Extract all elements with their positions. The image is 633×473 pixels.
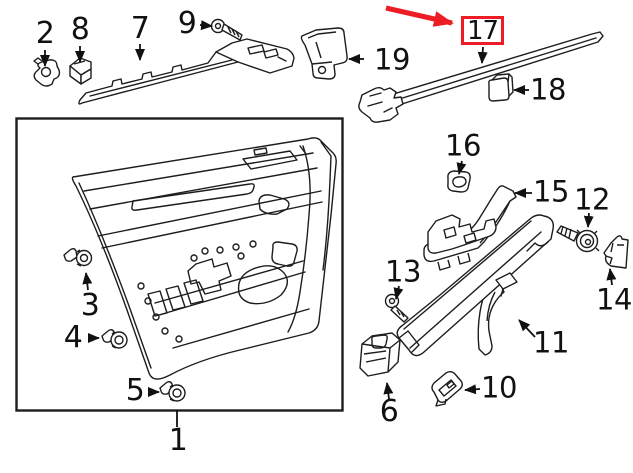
part-callout-9: 9: [177, 6, 197, 41]
part-7-trim-strip-art: [78, 38, 295, 105]
part-callout-6: 6: [379, 394, 399, 429]
arrow-to-part-11: [518, 319, 536, 338]
part-callout-1: 1: [168, 423, 188, 458]
part-callout-17: 17: [466, 15, 499, 46]
arrow-to-part-17: [477, 46, 488, 64]
part-16-grommet-art: [447, 170, 471, 193]
part-callout-5: 5: [125, 373, 145, 408]
door-trim-panel-art: [71, 137, 337, 380]
part-callout-19: 19: [374, 42, 410, 77]
part-17-belt-molding-art: [358, 31, 604, 123]
part-callout-10: 10: [481, 370, 517, 405]
part-callout-11: 11: [533, 325, 569, 360]
part-callout-4: 4: [63, 320, 83, 355]
part-callout-18: 18: [530, 72, 566, 107]
part-10-switch-bezel-art: [431, 371, 463, 407]
door-panel-box: [15, 117, 344, 412]
part-callout-15: 15: [533, 174, 569, 209]
part-3-clip-art: [63, 248, 93, 267]
part-2-clip-art: [33, 57, 61, 87]
callout-arrows: [40, 20, 617, 427]
part-19-corner-trim-art: [300, 27, 348, 80]
arrow-to-part-12: [583, 212, 594, 228]
part-callout-12: 12: [574, 182, 610, 217]
part-6-pull-cup-art: [359, 332, 401, 377]
part-callout-8: 8: [70, 12, 90, 47]
part-callout-3: 3: [80, 288, 100, 323]
part-callout-2: 2: [35, 16, 55, 51]
part-8-clip-art: [69, 57, 92, 85]
part-12-screw-art: [556, 225, 600, 253]
part-9-screw-art: [210, 18, 243, 41]
part-callout-14: 14: [596, 282, 632, 317]
arrow-to-part-13: [393, 285, 404, 300]
part-11-armrest-art: [396, 214, 554, 357]
part-14-bracket-art: [603, 235, 629, 269]
part-4-clip-art: [101, 329, 128, 349]
arrow-to-part-9: [199, 20, 213, 31]
arrow-to-part-10: [464, 384, 481, 395]
part-callout-16: 16: [445, 128, 481, 163]
part-callout-13: 13: [385, 254, 421, 289]
arrow-to-part-3: [82, 272, 93, 291]
arrow-to-part-14: [606, 268, 617, 286]
arrow-to-part-6: [383, 382, 394, 400]
highlight-arrow: [385, 5, 454, 27]
part-18-clip-art: [488, 73, 514, 102]
highlight-box: 17: [461, 16, 504, 45]
part-5-clip-art: [159, 381, 186, 402]
part-callout-7: 7: [130, 11, 150, 46]
arrow-to-part-16: [456, 160, 467, 175]
